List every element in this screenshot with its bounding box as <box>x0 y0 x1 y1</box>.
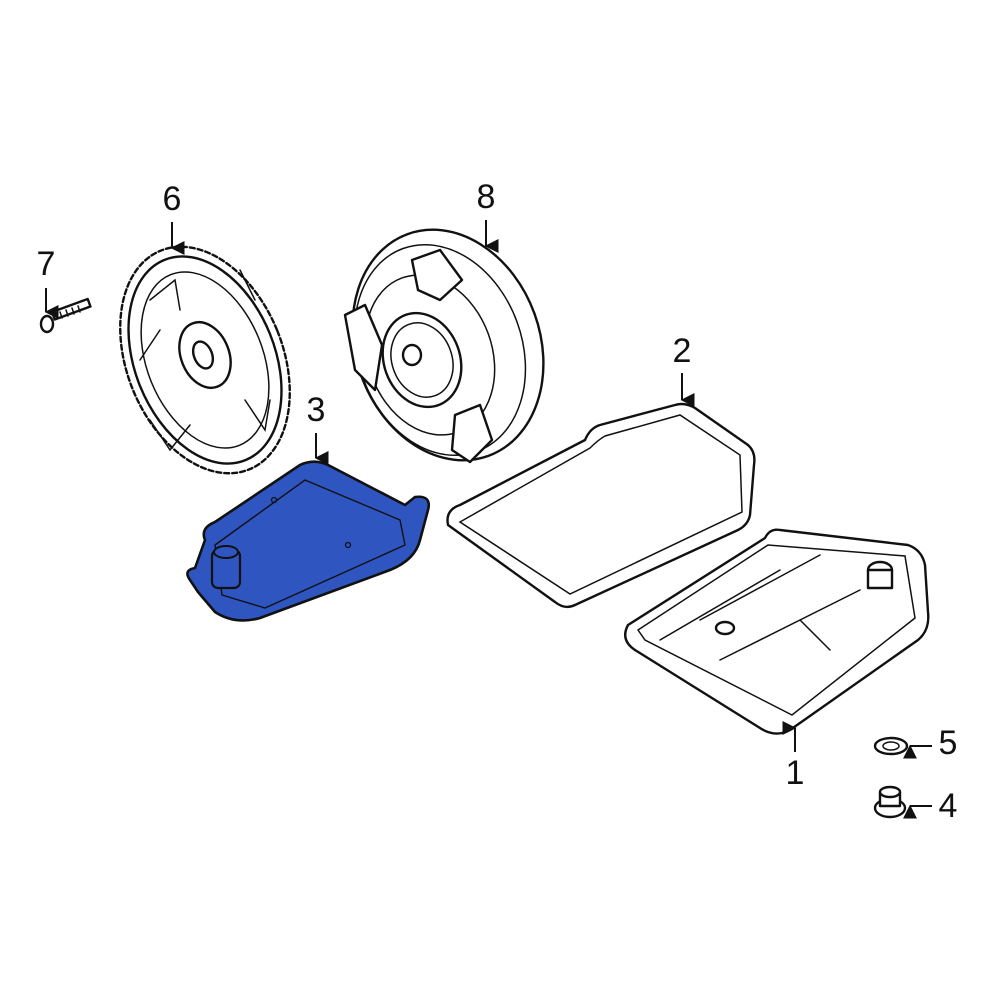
callout-3[interactable]: 3 <box>306 391 326 429</box>
transmission-filter-part[interactable] <box>186 460 430 622</box>
flexplate-bolt-part[interactable] <box>39 297 92 334</box>
torque-converter-part[interactable] <box>321 203 575 488</box>
drain-plug-part[interactable] <box>873 785 907 819</box>
callout-6[interactable]: 6 <box>162 180 182 218</box>
callout-5[interactable]: 5 <box>938 724 958 762</box>
transmission-oil-pan-part[interactable] <box>624 528 930 735</box>
callout-7[interactable]: 7 <box>36 245 56 283</box>
flexplate-part[interactable] <box>88 221 321 498</box>
callout-2[interactable]: 2 <box>672 332 692 370</box>
callout-4[interactable]: 4 <box>938 787 958 825</box>
callout-8[interactable]: 8 <box>476 178 496 216</box>
drain-plug-washer-part[interactable] <box>873 736 909 756</box>
oil-pan-gasket-part[interactable] <box>446 402 756 609</box>
callout-1[interactable]: 1 <box>785 754 805 792</box>
leader-arrows <box>44 220 932 819</box>
